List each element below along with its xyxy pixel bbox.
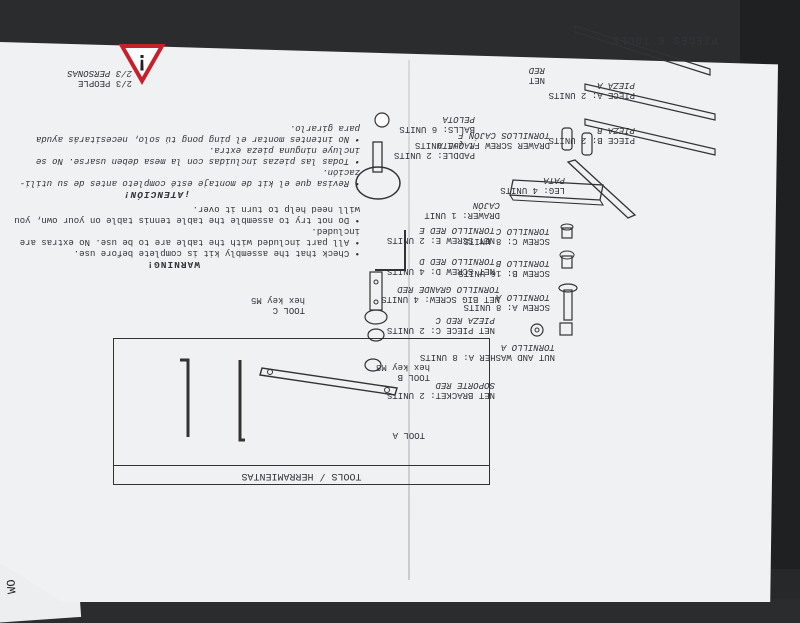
nut-washer-drawing [530,322,573,337]
piece-nut-washer: NUT AND WASHER A: 8 UNITS [419,352,555,362]
piece-screw-a-es: TORNILLO A [495,292,550,302]
piece-paddle: PADDLE: 2 UNITS [393,150,475,160]
piece-net-c-es: PIEZA RED C [435,315,495,325]
ball-drawing [374,112,390,128]
piece-net-screw-e: NET SCREW E: 2 UNITS [386,235,495,245]
net-screw-d-drawing [367,328,385,342]
piece-screw-b-es: TORNILLO B [495,258,550,268]
tool-b-drawing [180,358,190,437]
piece-b-drawing [584,118,716,156]
drawer-screw-drawing [561,127,593,156]
svg-text:!: ! [138,50,145,75]
piece-paddle-es: RAQUETA [437,140,475,150]
piece-b: PIECE B: 2 UNITS [548,135,635,145]
piece-net-screw-d: NET SCREW D: 4 UNITS [386,266,495,276]
piece-drawer-es: CAJÓN [472,200,500,210]
piece-a: PIECE A: 2 UNITS [548,90,635,100]
manual-content: ! [0,1,800,600]
warning-title: WARNING! [146,259,200,270]
piece-net-bracket: NET BRACKET: 2 UNITS [386,390,495,400]
piece-leg: LEG: 4 UNITS [500,185,565,195]
warning-line-2: • All part included with the table are t… [19,237,360,247]
net-piece-c-drawing [369,271,383,311]
piece-net-screw-d-es: TORNILLO RED D [419,256,495,266]
piece-drawer-screw: DRAWER SCREW F: 2+1 UNITS [414,140,550,150]
screw-a-drawing [558,283,578,321]
atencion-line-5: • No intentes montar el ping pong tú sol… [35,134,360,144]
drawer-drawing [509,179,605,206]
tool-b-desc: hex key M8 [375,362,430,372]
piece-a-es: PIEZA A [597,80,635,90]
screw-b-drawing [559,250,575,269]
piece-balls: BALLS: 6 UNITS [399,124,475,134]
warning-line-1: • Check that the assembly kit is complet… [73,248,360,258]
net-bracket-drawing [375,230,406,271]
warning-line-4: • Do not try to assemble the table tenni… [14,215,360,225]
paper-fold [408,60,410,580]
net-drawing [574,25,711,76]
warning-triangle-icon: ! [118,44,166,86]
tool-a-drawing [259,367,398,396]
atencion-line-6: para girarlo. [289,123,360,133]
piece-a-drawing [584,83,716,121]
tool-b-label: TOOL B [397,372,430,382]
tool-a-label: TOOL A [392,430,425,440]
piece-net-es: RED [528,65,545,75]
tool-c-label: TOOL C [272,305,305,315]
tools-header: TOOLS / HERRAMIENTAS [114,465,489,484]
piece-net-c: NET PIECE C: 2 UNITS [386,325,495,335]
piece-balls-es: PELOTA [442,114,475,124]
manual-drawings: ! [118,25,716,442]
people-line-2: 2/3 PERSONAS [67,68,132,78]
warning-line-5: will need help to turn it over. [192,204,360,214]
piece-net-screw-e-es: TORNILLO RED E [419,225,495,235]
atencion-line-1: • Revisa que el kit de montaje esté comp… [19,178,360,188]
tool-c-drawing [238,360,245,442]
people-line-1: 2/3 PEOPLE [77,78,132,88]
net-screw-e-drawing [364,358,382,372]
piece-nut-washer-es: TORNILLO A [500,342,555,352]
piece-drawer: DRAWER: 1 UNIT [424,210,500,220]
screw-c-drawing [560,223,574,239]
warning-line-3: included. [311,226,360,236]
piece-net-big-screw: NET BIG SCREW: 4 UNITS [381,294,500,304]
piece-net: NET [528,75,545,85]
piece-b-es: PIEZA B [597,125,635,135]
tool-c-desc: hex key M5 [250,295,305,305]
net-big-screw-drawing [364,309,388,325]
paddle-drawing [355,141,401,200]
atencion-line-3: • Todas las piezas incluidas con la mesa… [35,156,360,166]
atencion-line-2: zación. [322,167,360,177]
pieces-title: PIECES & TOOLS [611,33,718,45]
piece-net-bracket-es: SOPORTE RED [435,380,495,390]
piece-screw-c-es: TORNILLO C [495,226,550,236]
instruction-sheet [0,42,778,602]
piece-net-big-screw-es: TORNILLO GRANDE RED [397,284,500,294]
leg-drawing [566,159,637,219]
atencion-title: ¡ATENCIÓN! [122,189,190,200]
atencion-line-4: incluye ninguna pieza extra. [208,145,360,155]
piece-leg-es: PATA [543,175,565,185]
